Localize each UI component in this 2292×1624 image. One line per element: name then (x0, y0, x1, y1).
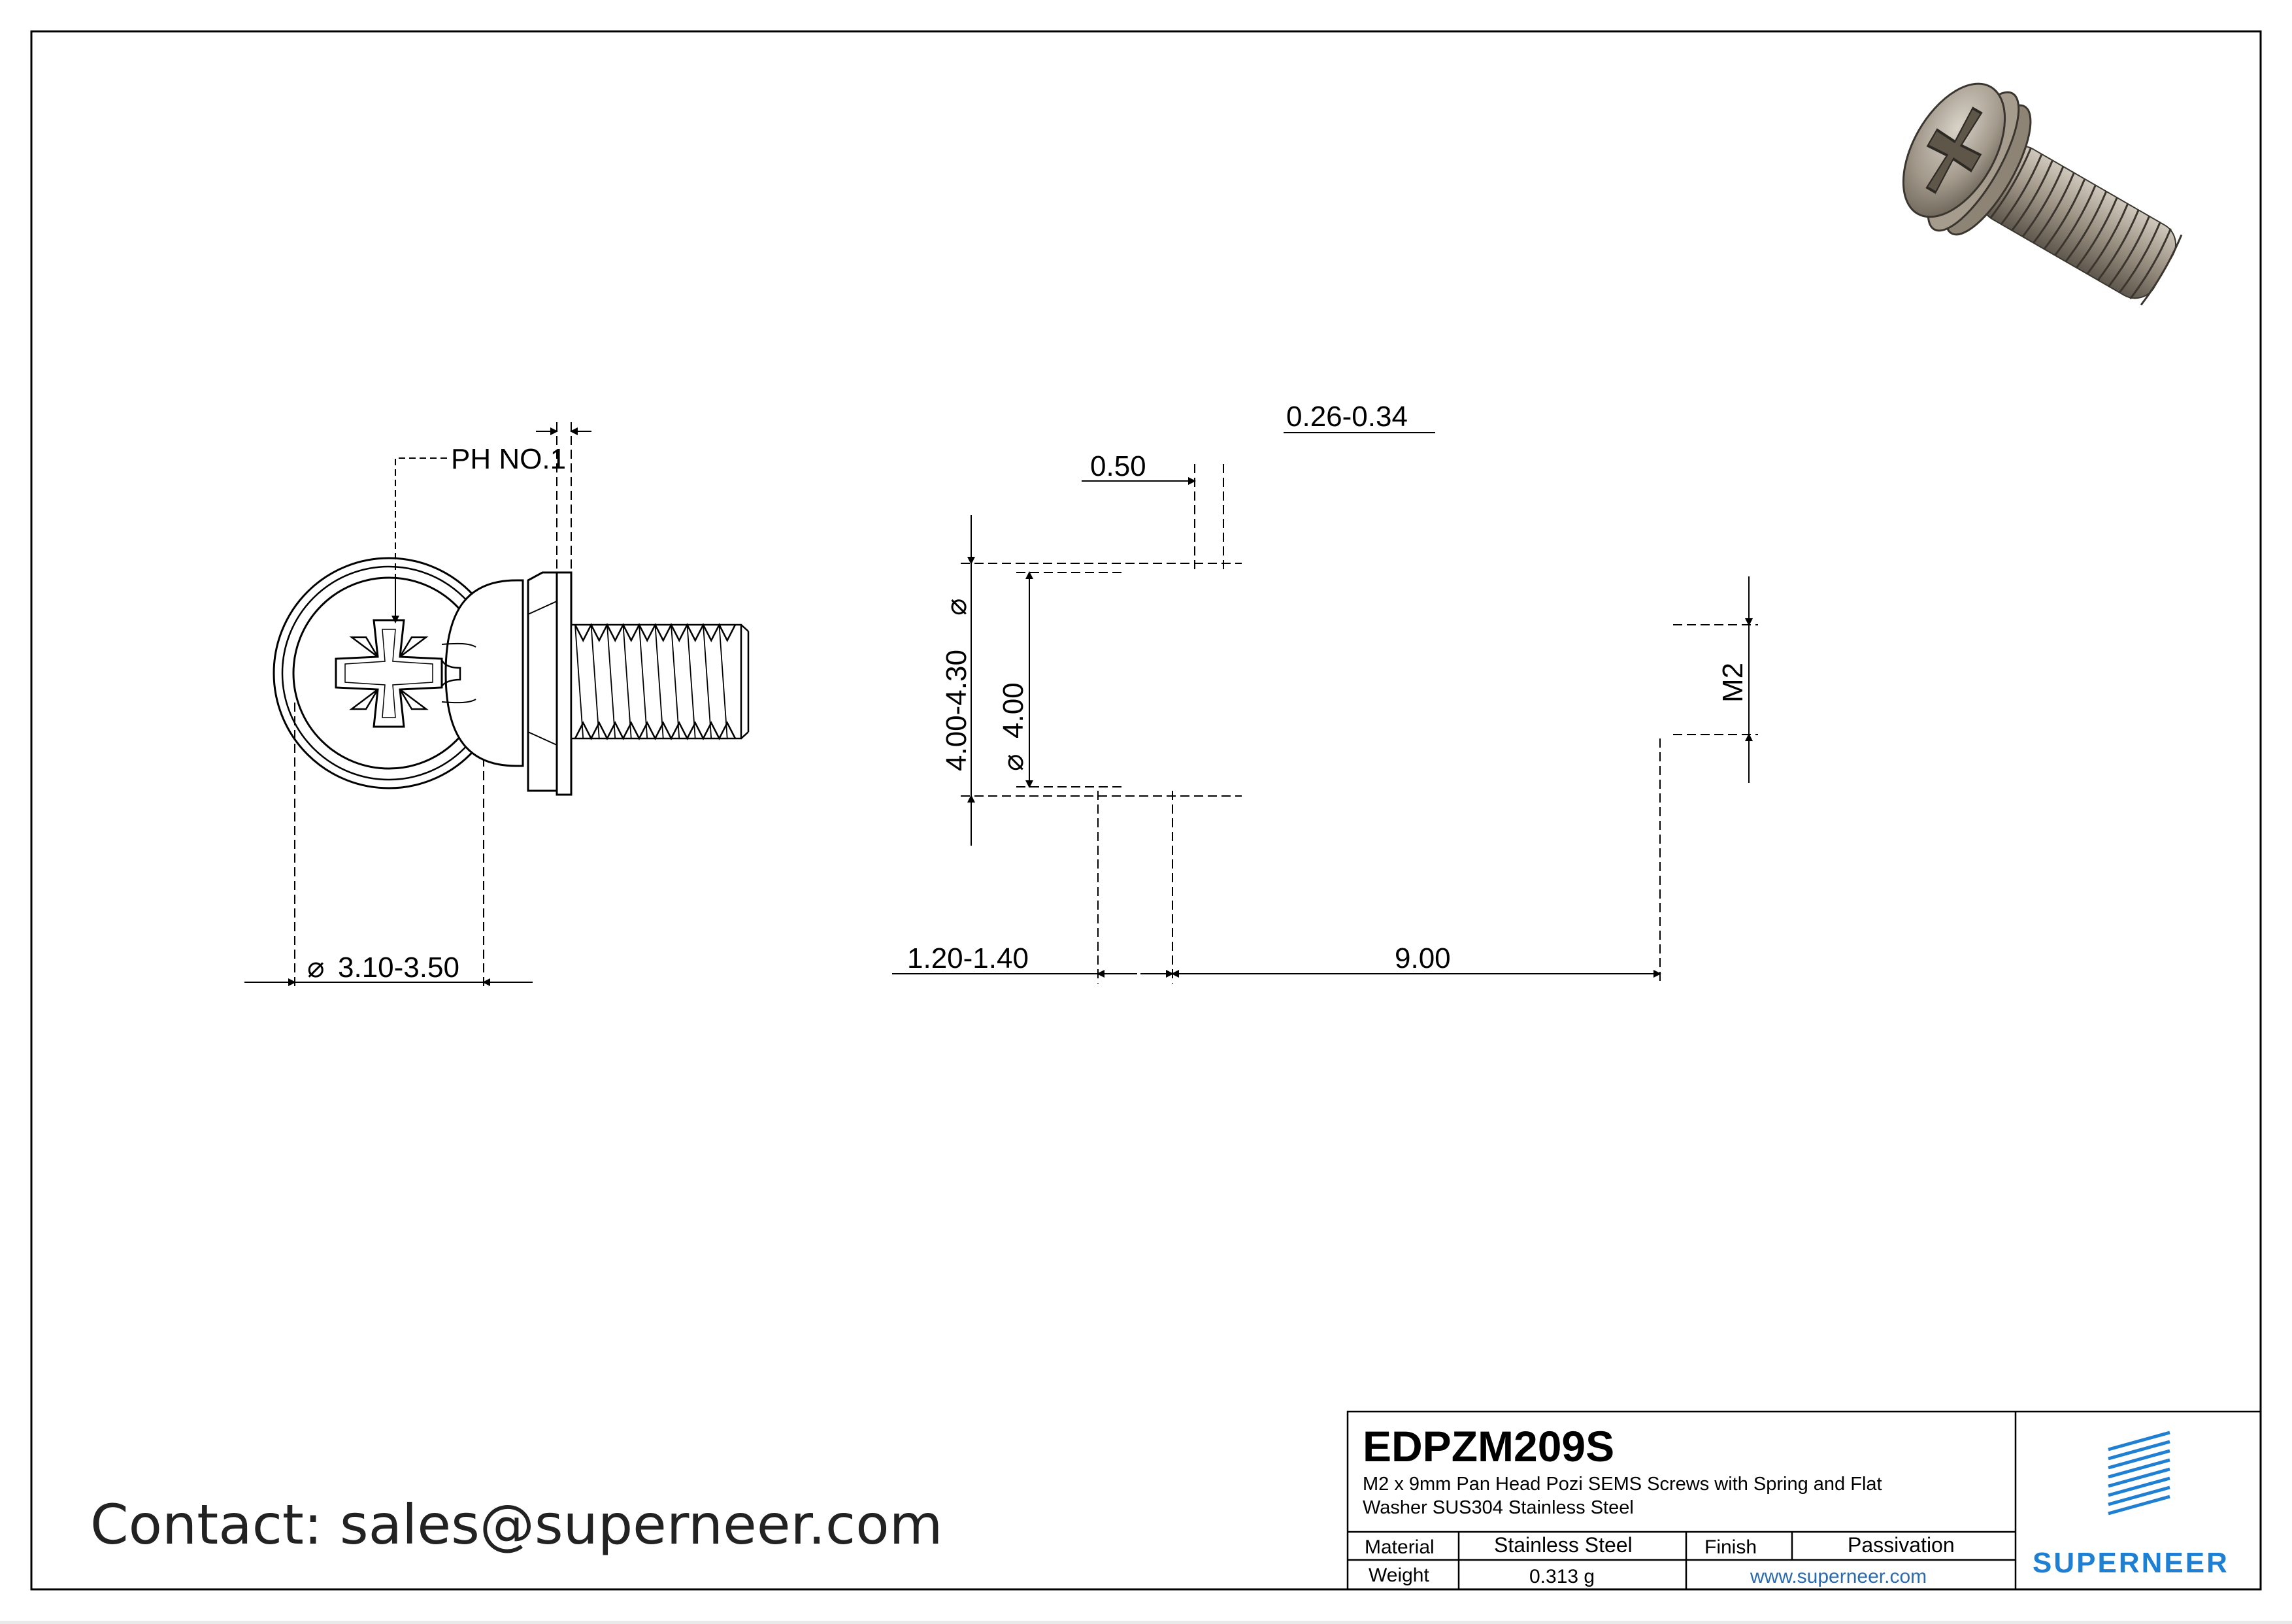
drawing-border (30, 30, 2262, 1591)
washer-thickness-label: 0.26-0.34 (1286, 401, 1408, 433)
part-code: EDPZM209S (1363, 1422, 1614, 1470)
diameter-symbol-washer: ⌀ (940, 599, 972, 616)
ph-number-label: PH NO.1 (451, 443, 566, 475)
drive-diameter-label: 3.10-3.50 (338, 952, 459, 984)
description-line-2: Washer SUS304 Stainless Steel (1363, 1497, 1634, 1518)
material-label: Material (1365, 1536, 1435, 1558)
thread-size-label: M2 (1717, 663, 1749, 703)
render-thread-ridge (2140, 234, 2183, 306)
render-thread-ridge (2011, 159, 2053, 231)
ph-leader: PH NO.1 (391, 443, 566, 623)
length-dimensions: 1.20-1.40 9.00 (892, 738, 1661, 984)
washer-thickness-dimension: 0.26-0.34 (536, 401, 1435, 572)
render-thread-ridge (2021, 166, 2065, 238)
spring-thickness-dimension: 0.50 (1082, 450, 1224, 572)
title-block (1346, 1410, 2262, 1591)
finish-label: Finish (1704, 1536, 1757, 1558)
length-label: 9.00 (1395, 942, 1451, 974)
thread-dimension: M2 (1673, 576, 1758, 783)
thread-flank (718, 624, 728, 739)
render-thread-ridge (2129, 228, 2172, 300)
weight-value: 0.313 g (1529, 1566, 1595, 1587)
spring-thickness-label: 0.50 (1090, 450, 1146, 482)
render-thread-ridge (2118, 222, 2161, 293)
thread-flank (606, 624, 616, 739)
render-thread-ridge (1989, 147, 2032, 219)
description-line-1: M2 x 9mm Pan Head Pozi SEMS Screws with … (1363, 1474, 1882, 1495)
render-thread-ridge (2054, 184, 2097, 256)
contact-email[interactable]: Contact: sales@superneer.com (90, 1493, 942, 1557)
render-thread-ridge (2108, 216, 2150, 288)
thread-flank (686, 624, 696, 739)
weight-label: Weight (1369, 1565, 1429, 1586)
head-diameter-label: 4.00 (997, 682, 1029, 738)
thread-flank (703, 624, 712, 739)
washer-diameter-label: 4.00-4.30 (940, 650, 972, 771)
render-thread-ridge (2065, 191, 2108, 263)
washer-diameter-dimension: 4.00-4.30 ⌀ (940, 515, 1242, 846)
render-thread-ridge (2033, 172, 2075, 244)
thread-flank (654, 624, 664, 739)
material-value: Stainless Steel (1494, 1533, 1633, 1557)
finish-value: Passivation (1848, 1533, 1955, 1557)
thread-flank (590, 624, 600, 739)
superneer-logo-icon (2108, 1431, 2170, 1516)
diameter-symbol-drive: ⌀ (307, 952, 325, 984)
thread-flank (574, 624, 584, 739)
render-thread-ridge (2076, 197, 2118, 269)
head-height-label: 1.20-1.40 (907, 942, 1029, 974)
render-thread-ridge (2043, 178, 2086, 250)
screw-3d-render (1902, 82, 2183, 306)
head-diameter-dimension: 4.00 ⌀ (997, 571, 1124, 788)
render-thread-ridge (2000, 154, 2043, 225)
thread-flank (671, 624, 680, 739)
thread-flank (639, 624, 648, 739)
screw-side-view (440, 571, 750, 796)
render-thread-ridge (2097, 209, 2140, 281)
brand-name: SUPERNEER (2033, 1547, 2229, 1579)
thread-flank (622, 624, 632, 739)
diameter-symbol-head: ⌀ (997, 754, 1029, 772)
website-link[interactable]: www.superneer.com (1750, 1566, 1927, 1587)
render-thread-ridge (2086, 203, 2129, 275)
